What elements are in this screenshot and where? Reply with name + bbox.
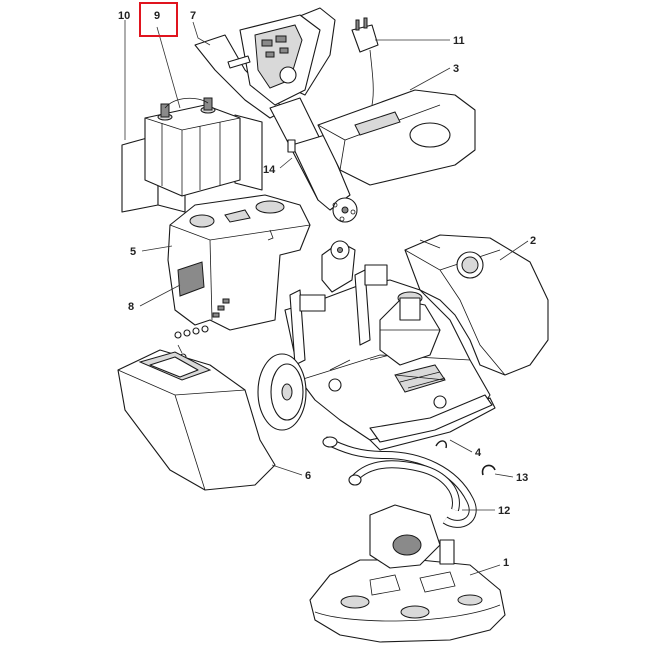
callout-2: 2 bbox=[530, 235, 536, 247]
chassis-pivot-plate bbox=[321, 240, 356, 293]
callout-12: 12 bbox=[498, 505, 510, 517]
callout-1: 1 bbox=[503, 557, 509, 569]
part-6-recovery-tank bbox=[117, 349, 276, 491]
callout-labels: 10 9 7 11 3 14 5 2 8 4 6 13 12 1 bbox=[118, 10, 536, 569]
part-12-suction-hose bbox=[322, 436, 477, 528]
part-13-hose-clip bbox=[435, 440, 496, 476]
part-8-front-label bbox=[177, 261, 205, 297]
part-5-rear-housing bbox=[167, 194, 311, 331]
callout-13: 13 bbox=[516, 472, 528, 484]
part-1-brush-deck bbox=[309, 504, 506, 643]
part-4-front-bumper bbox=[369, 394, 493, 443]
part-14-handle-shaft bbox=[269, 97, 358, 223]
callout-3: 3 bbox=[453, 63, 459, 75]
callout-11: 11 bbox=[453, 35, 465, 47]
callout-6: 6 bbox=[305, 470, 311, 482]
callout-9: 9 bbox=[154, 10, 160, 22]
part-2-front-cover bbox=[404, 234, 549, 376]
highlight-box-part-9 bbox=[139, 2, 178, 37]
callout-5: 5 bbox=[130, 246, 136, 258]
leader-lines bbox=[124, 20, 529, 576]
part-11-power-cable bbox=[351, 17, 379, 106]
rear-wheel bbox=[257, 353, 307, 431]
part-7-handle-console bbox=[194, 7, 336, 119]
part-9-battery bbox=[144, 97, 241, 197]
callout-7: 7 bbox=[190, 10, 196, 22]
part-3-top-cover bbox=[317, 89, 476, 186]
callout-4: 4 bbox=[475, 447, 482, 459]
callout-8: 8 bbox=[128, 301, 134, 313]
callout-14: 14 bbox=[263, 164, 276, 176]
callout-10: 10 bbox=[118, 10, 130, 22]
